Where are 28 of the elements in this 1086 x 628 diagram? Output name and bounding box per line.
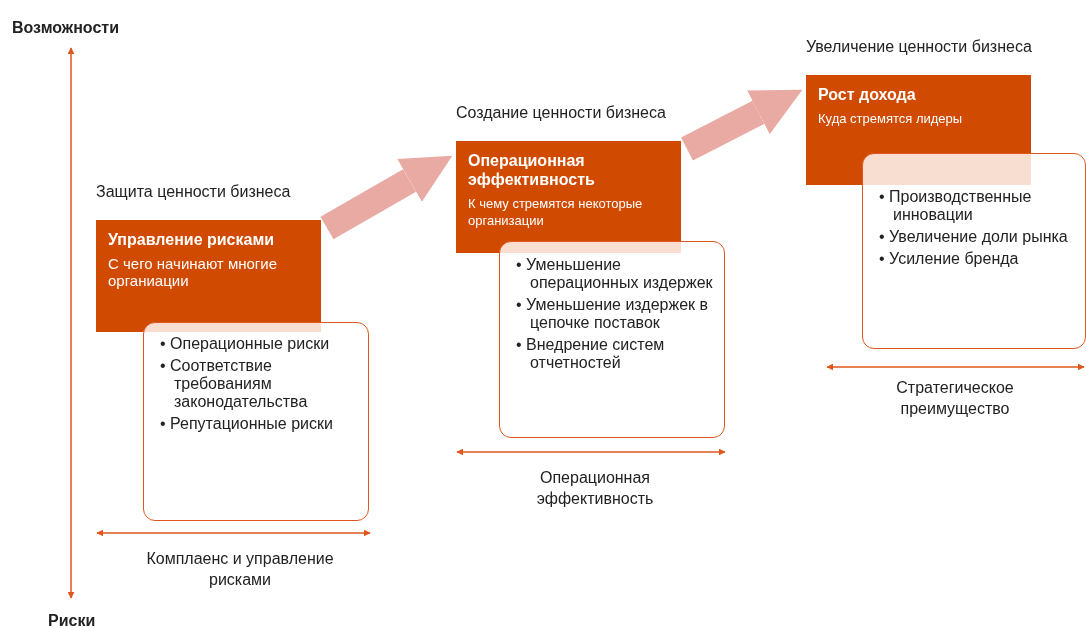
dimension-label: Комплаенс и управление рисками bbox=[145, 549, 335, 590]
axis-label: Возможности bbox=[12, 18, 120, 38]
bullet-list-card bbox=[499, 241, 725, 438]
list-item: • Усиление бренда bbox=[879, 250, 1020, 268]
list-item: • Операционные риски bbox=[160, 335, 331, 353]
list-item: • Уменьшение операционных издержек bbox=[516, 256, 714, 292]
dimension-label: Стратегическое преимущество bbox=[895, 378, 1015, 419]
list-item: • Соответствие требованиям законодательства bbox=[160, 357, 309, 411]
list-item: • Уменьшение издержек в цепочке поставок bbox=[516, 296, 709, 332]
bullet-list-card bbox=[862, 153, 1086, 349]
card-subtitle: К чему стремятся некоторые организации bbox=[468, 195, 644, 229]
block-arrow bbox=[320, 155, 453, 240]
card-subtitle: С чего начинают многие органиации bbox=[108, 255, 278, 289]
stage-heading: Создание ценности бизнеса bbox=[456, 104, 666, 122]
dimension-label: Операционная эффективность bbox=[535, 468, 655, 509]
block-arrow bbox=[681, 89, 803, 161]
axis-label: Риски bbox=[48, 611, 97, 628]
list-item: • Внедрение систем отчетностей bbox=[516, 336, 666, 372]
card-title: Управление рисками bbox=[108, 230, 276, 249]
list-item: • Увеличение доли рынка bbox=[879, 228, 1069, 246]
card-title: Операционная эффективность bbox=[468, 151, 596, 189]
list-item: • Производственные инновации bbox=[879, 188, 1033, 224]
card-subtitle: Куда стремятся лидеры bbox=[818, 110, 964, 127]
stage-heading: Защита ценности бизнеса bbox=[96, 183, 291, 201]
card-title: Рост дохода bbox=[818, 85, 917, 104]
stage-heading: Увеличение ценности бизнеса bbox=[806, 38, 1032, 56]
list-item: • Репутационные риски bbox=[160, 415, 334, 433]
bullet-list-card bbox=[143, 322, 369, 521]
